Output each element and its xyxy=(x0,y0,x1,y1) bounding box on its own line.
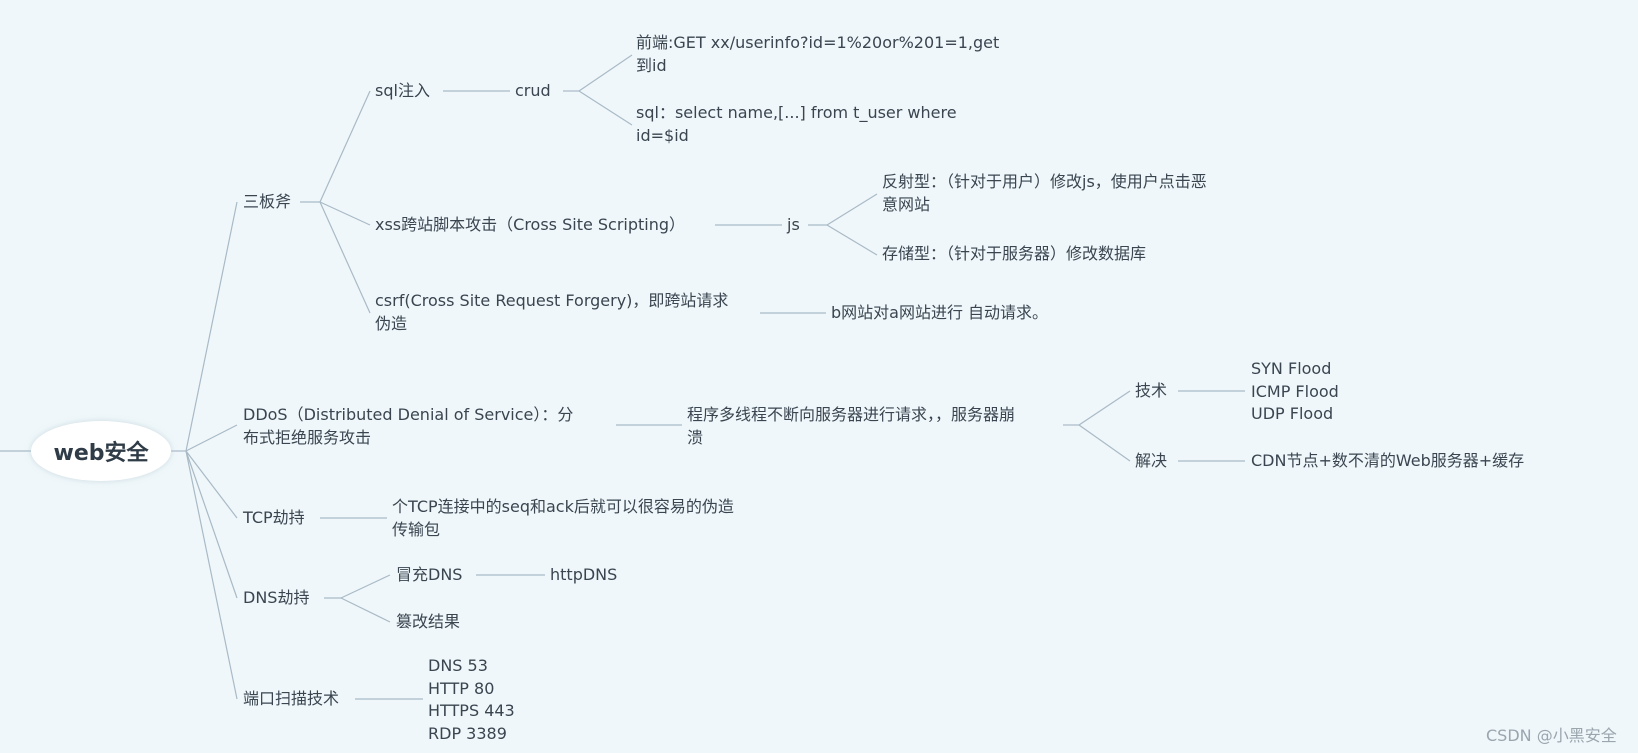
node-tcp-hijack[interactable]: TCP劫持 xyxy=(243,508,305,527)
node-ddos-line2: 布式拒绝服务攻击 xyxy=(243,427,372,447)
line-sanbanfu-sql xyxy=(319,90,371,203)
node-crud[interactable]: crud xyxy=(515,81,551,100)
node-port-list[interactable]: DNS 53 HTTP 80 HTTPS 443 RDP 3389 xyxy=(428,655,515,745)
node-ddos-detail[interactable]: 程序多线程不断向服务器进行请求，，服务器崩 溃 xyxy=(687,404,1015,449)
node-xss[interactable]: xss跨站脚本攻击（Cross Site Scripting） xyxy=(375,215,686,234)
line-root-dns xyxy=(185,450,238,599)
line-sanbanfu-xss xyxy=(319,201,371,226)
line-crud-front xyxy=(578,54,633,92)
line-dns-tamper xyxy=(340,597,391,623)
node-tcp-detail[interactable]: 个TCP连接中的seq和ack后就可以很容易的伪造 传输包 xyxy=(392,496,734,541)
line-sanbanfu-csrf xyxy=(319,201,371,314)
node-fake-dns[interactable]: 冒充DNS xyxy=(396,565,463,584)
node-ddos-detail-line2: 溃 xyxy=(687,427,704,447)
node-sql-query-line1: sql：select name,[...] from t_user where xyxy=(636,103,957,122)
watermark: CSDN @小黑安全 xyxy=(1486,726,1617,745)
node-csrf-detail[interactable]: b网站对a网站进行 自动请求。 xyxy=(831,303,1049,322)
node-httpdns[interactable]: httpDNS xyxy=(550,565,618,584)
node-front-request-line1: 前端:GET xx/userinfo?id=1%20or%201=1,get xyxy=(636,33,1000,52)
node-reflected-xss[interactable]: 反射型：（针对于用户）修改js，使用户点击恶 意网站 xyxy=(882,171,1207,216)
node-csrf-line2: 伪造 xyxy=(375,313,408,333)
node-tcp-detail-line1: 个TCP连接中的seq和ack后就可以很容易的伪造 xyxy=(392,497,734,516)
node-reflected-xss-line2: 意网站 xyxy=(882,194,931,214)
node-flood-list[interactable]: SYN Flood ICMP Flood UDP Flood xyxy=(1251,358,1339,426)
line-js-refl xyxy=(826,193,878,226)
line-ddos-tech xyxy=(1078,390,1131,426)
node-csrf-line1: csrf(Cross Site Request Forgery)，即跨站请求 xyxy=(375,291,729,310)
node-front-request[interactable]: 前端:GET xx/userinfo?id=1%20or%201=1,get 到… xyxy=(636,32,999,77)
line-root-ddos xyxy=(185,424,238,452)
line-ddos-solve xyxy=(1078,424,1131,462)
line-root-portscan xyxy=(185,450,238,700)
node-udp-flood: UDP Flood xyxy=(1251,404,1334,423)
node-front-request-line2: 到id xyxy=(636,55,667,75)
node-solution[interactable]: 解决 xyxy=(1135,451,1168,470)
node-stored-xss[interactable]: 存储型：（针对于服务器）修改数据库 xyxy=(882,244,1147,263)
line-js-stored xyxy=(826,224,878,256)
node-cdn[interactable]: CDN节点+数不清的Web服务器+缓存 xyxy=(1251,451,1525,470)
node-port-http: HTTP 80 xyxy=(428,678,495,698)
node-tamper-result[interactable]: 篡改结果 xyxy=(396,612,461,631)
line-dns-fake xyxy=(340,574,391,599)
root-node-web-security[interactable]: web安全 xyxy=(31,421,171,481)
node-ddos-detail-line1: 程序多线程不断向服务器进行请求，，服务器崩 xyxy=(687,405,1016,424)
line-root-sanbanfu xyxy=(185,201,238,452)
node-syn-flood: SYN Flood xyxy=(1251,359,1332,378)
node-port-scan[interactable]: 端口扫描技术 xyxy=(243,689,340,708)
node-sql-injection[interactable]: sql注入 xyxy=(375,81,430,100)
node-csrf[interactable]: csrf(Cross Site Request Forgery)，即跨站请求 伪… xyxy=(375,290,728,335)
node-tcp-detail-line2: 传输包 xyxy=(392,519,441,539)
node-js[interactable]: js xyxy=(787,215,800,234)
node-port-dns: DNS 53 xyxy=(428,656,488,675)
node-dns-hijack[interactable]: DNS劫持 xyxy=(243,588,310,607)
node-reflected-xss-line1: 反射型：（针对于用户）修改js，使用户点击恶 xyxy=(882,172,1207,191)
node-sql-query[interactable]: sql：select name,[...] from t_user where … xyxy=(636,102,957,147)
node-sql-query-line2: id=$id xyxy=(636,125,689,145)
node-port-rdp: RDP 3389 xyxy=(428,723,507,743)
node-technique[interactable]: 技术 xyxy=(1135,381,1168,400)
node-port-https: HTTPS 443 xyxy=(428,701,515,720)
line-root-tcp xyxy=(185,450,238,519)
node-icmp-flood: ICMP Flood xyxy=(1251,381,1339,401)
node-sanbanfu[interactable]: 三板斧 xyxy=(243,192,292,211)
node-ddos[interactable]: DDoS（Distributed Denial of Service）：分 布式… xyxy=(243,404,573,449)
line-crud-sqlq xyxy=(578,90,633,126)
node-ddos-line1: DDoS（Distributed Denial of Service）：分 xyxy=(243,405,574,424)
